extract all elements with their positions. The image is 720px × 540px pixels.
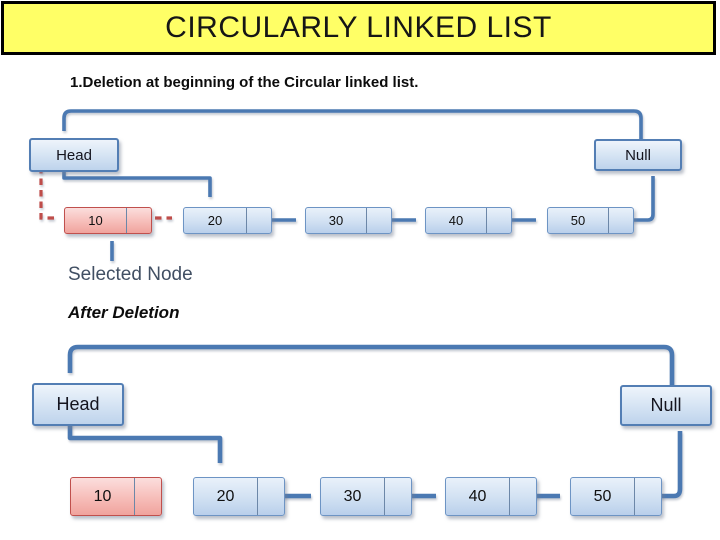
node-value: 20 [216, 487, 235, 505]
list-node-40-before: 40 [425, 207, 512, 234]
after-deletion-heading: After Deletion [68, 303, 180, 322]
node-pointer-cell [126, 208, 151, 233]
node-value: 50 [593, 487, 612, 505]
head-box-after: Head [32, 383, 124, 426]
head-label: Head [56, 146, 92, 164]
head-to-node20-line-after [67, 422, 223, 463]
node-value: 40 [468, 487, 487, 505]
old-head-pointer-dashed-line [39, 167, 56, 220]
node-pointer-cell [366, 208, 391, 233]
subtitle: 1.Deletion at beginning of the Circular … [70, 74, 419, 91]
null-label: Null [625, 146, 651, 164]
list-node-30-before: 30 [305, 207, 392, 234]
node-pointer-cell [246, 208, 271, 233]
deleted-node-10-after: 10 [70, 477, 162, 516]
node-pointer-cell [486, 208, 511, 233]
node-value: 10 [93, 487, 112, 505]
node-value: 30 [343, 487, 362, 505]
node-pointer-cell [384, 478, 411, 515]
node-pointer-cell [634, 478, 661, 515]
list-node-20-after: 20 [193, 477, 285, 516]
list-node-50-after: 50 [570, 477, 662, 516]
node-pointer-cell [608, 208, 633, 233]
null-box-after: Null [620, 385, 712, 426]
null-box-before: Null [594, 139, 682, 171]
null-label: Null [650, 395, 682, 415]
node-value: 30 [328, 213, 344, 228]
head-to-node20-line [62, 168, 212, 197]
list-node-30-after: 30 [320, 477, 412, 516]
list-node-10-before: 10 [64, 207, 152, 234]
node-pointer-cell [257, 478, 284, 515]
node-pointer-cell [509, 478, 536, 515]
node-value: 50 [570, 213, 586, 228]
circular-back-link-line-after [67, 344, 675, 385]
page-title: CIRCULARLY LINKED LIST [165, 11, 552, 44]
node-value: 20 [207, 213, 223, 228]
node-pointer-cell [134, 478, 161, 515]
node-value: 40 [448, 213, 464, 228]
list-node-50-before: 50 [547, 207, 634, 234]
node50-to-null-line-after [646, 431, 683, 499]
title-banner: CIRCULARLY LINKED LIST [1, 1, 716, 55]
head-box-before: Head [29, 138, 119, 172]
circular-back-link-line [62, 109, 643, 139]
node-value: 10 [88, 213, 103, 228]
head-label: Head [56, 394, 100, 414]
node50-to-null-line [613, 176, 655, 222]
list-node-40-after: 40 [445, 477, 537, 516]
selected-node-label: Selected Node [68, 264, 193, 285]
list-node-20-before: 20 [183, 207, 272, 234]
